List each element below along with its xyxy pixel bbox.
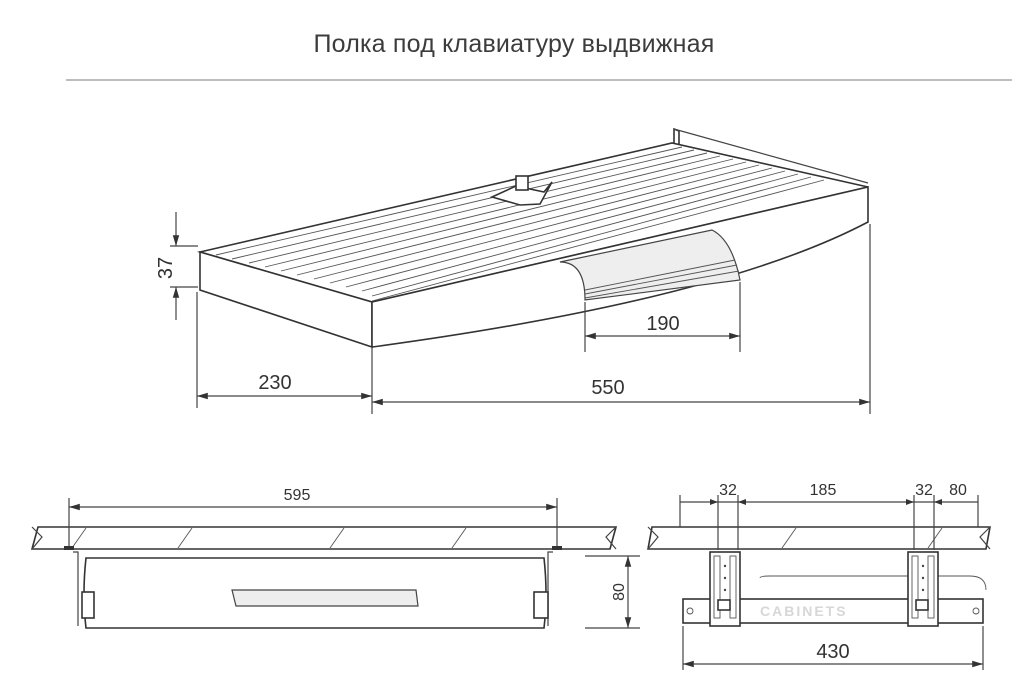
- dimension-label-spacing-middle: 185: [810, 482, 837, 499]
- dimension-label-front-width: 595: [284, 487, 311, 504]
- dimension-label-side-depth: 430: [816, 641, 849, 663]
- dimension-label-height: 37: [155, 257, 177, 279]
- dimension-label-depth: 550: [591, 377, 624, 399]
- side-view: CABINETS: [647, 526, 991, 627]
- dimension-label-spacing-left: 32: [719, 482, 737, 499]
- dimension-label-front-extension: 230: [258, 372, 291, 394]
- dimension-label-handle-width: 190: [646, 313, 679, 335]
- title-divider: [66, 79, 1012, 81]
- dimension-side-spacing: 32 185 32 80: [679, 482, 979, 532]
- shelf-isometric-view: [196, 127, 869, 349]
- dimension-front-width: 595: [68, 487, 558, 532]
- front-view: [30, 526, 618, 629]
- dimension-label-spacing-right: 32: [915, 482, 933, 499]
- dimension-label-side-offset: 80: [949, 482, 967, 499]
- dimension-handle: 190: [584, 282, 741, 352]
- page-title: Полка под клавиатуру выдвижная: [313, 30, 715, 58]
- dimension-height: 37: [155, 212, 198, 320]
- watermark: CABINETS: [760, 603, 848, 619]
- dimension-depth: 230 550: [196, 224, 871, 414]
- dimension-label-front-height: 80: [611, 583, 628, 601]
- dimension-side-depth: 430: [682, 626, 984, 670]
- dimension-front-height: 80: [585, 555, 640, 629]
